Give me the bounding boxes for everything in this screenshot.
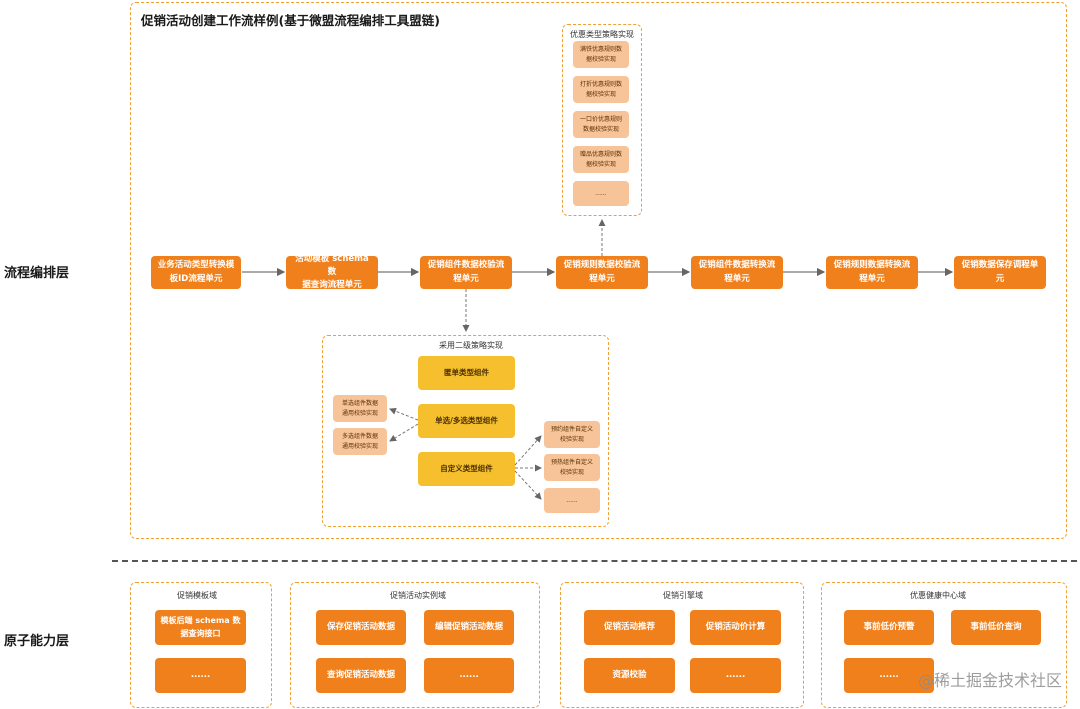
- domain-box-template: [130, 582, 272, 708]
- watermark: @稀土掘金技术社区: [917, 671, 1062, 690]
- impl-multi-select-validate: 多选组件数据 通用校验实现: [333, 428, 387, 455]
- layer-label-orchestration: 流程编排层: [4, 266, 70, 281]
- impl-preheat-custom-validate: 预热组件自定义 校验实现: [544, 454, 600, 481]
- domain-engine-recommend: 促销活动推荐: [584, 610, 675, 645]
- domain-health-warning: 事前低价预警: [844, 610, 934, 645]
- domain-instance-query: 查询促销活动数据: [316, 658, 406, 693]
- domain-engine-more: ......: [690, 658, 781, 693]
- domain-engine-price-calc: 促销活动价计算: [690, 610, 781, 645]
- flow-node-rule-convert: 促销规则数据转换流 程单元: [826, 256, 918, 289]
- domain-title-engine: 促销引擎域: [663, 591, 703, 600]
- discount-impl-fixed-price: 一口价优惠规则 数据校验实现: [573, 111, 629, 138]
- domain-health-query: 事前低价查询: [951, 610, 1041, 645]
- impl-custom-more: ......: [544, 488, 600, 513]
- flow-node-component-convert: 促销组件数据转换流 程单元: [691, 256, 783, 289]
- component-single-type: 匿单类型组件: [418, 356, 515, 390]
- component-custom-type: 自定义类型组件: [418, 452, 515, 486]
- flow-node-data-save: 促销数据保存调程单 元: [954, 256, 1046, 289]
- domain-box-instance: [290, 582, 540, 708]
- domain-title-instance: 促销活动实例域: [390, 591, 446, 600]
- workflow-container: [130, 2, 1067, 539]
- flow-node-rule-validate: 促销规则数据校验流 程单元: [556, 256, 648, 289]
- discount-strategy-box: [562, 24, 642, 216]
- impl-single-select-validate: 单选组件数据 通用校验实现: [333, 395, 387, 422]
- discount-impl-more: ......: [573, 181, 629, 206]
- flow-node-component-validate: 促销组件数据校验流 程单元: [420, 256, 512, 289]
- impl-reservation-custom-validate: 预约组件自定义 校验实现: [544, 421, 600, 448]
- link-custom-to-more: [514, 470, 542, 500]
- discount-impl-percent-off: 打折优惠规则数 据校验实现: [573, 76, 629, 103]
- domain-title-health: 优惠健康中心域: [910, 591, 966, 600]
- link-select-to-single-impl: [389, 407, 419, 421]
- discount-impl-gift: 赠品优惠规则数 据校验实现: [573, 146, 629, 173]
- domain-instance-edit: 编辑促销活动数据: [424, 610, 514, 645]
- discount-impl-full-reduction: 满铁优惠规则数 据校验实现: [573, 41, 629, 68]
- domain-instance-save: 保存促销活动数据: [316, 610, 406, 645]
- flow-node-schema-query: 活动模板 schema 数 据查询流程单元: [286, 254, 378, 290]
- domain-box-health: [821, 582, 1067, 708]
- layer-divider: [112, 560, 1077, 562]
- workflow-title: 促销活动创建工作流样例(基于微盟流程编排工具盟链): [141, 13, 440, 28]
- domain-title-template: 促销模板域: [177, 591, 217, 600]
- flow-node-template-id-convert: 业务活动类型转换模 板ID流程单元: [151, 256, 241, 289]
- domain-box-engine: [560, 582, 804, 708]
- layer-label-atomic: 原子能力层: [4, 634, 70, 649]
- component-select-type: 单选/多选类型组件: [418, 404, 515, 438]
- link-select-to-multi-impl: [389, 423, 419, 442]
- second-level-strategy-title: 采用二级策略实现: [439, 341, 503, 350]
- domain-instance-more: ......: [424, 658, 514, 693]
- domain-template-more: ......: [155, 658, 246, 693]
- link-custom-to-reservation: [514, 435, 542, 466]
- second-level-strategy-box: [322, 335, 609, 527]
- domain-template-schema-query: 模板后端 schema 数 据查询接口: [155, 610, 246, 645]
- discount-strategy-title: 优惠类型策略实现: [570, 30, 634, 39]
- domain-health-more: ......: [844, 658, 934, 693]
- domain-engine-resource-check: 资源校验: [584, 658, 675, 693]
